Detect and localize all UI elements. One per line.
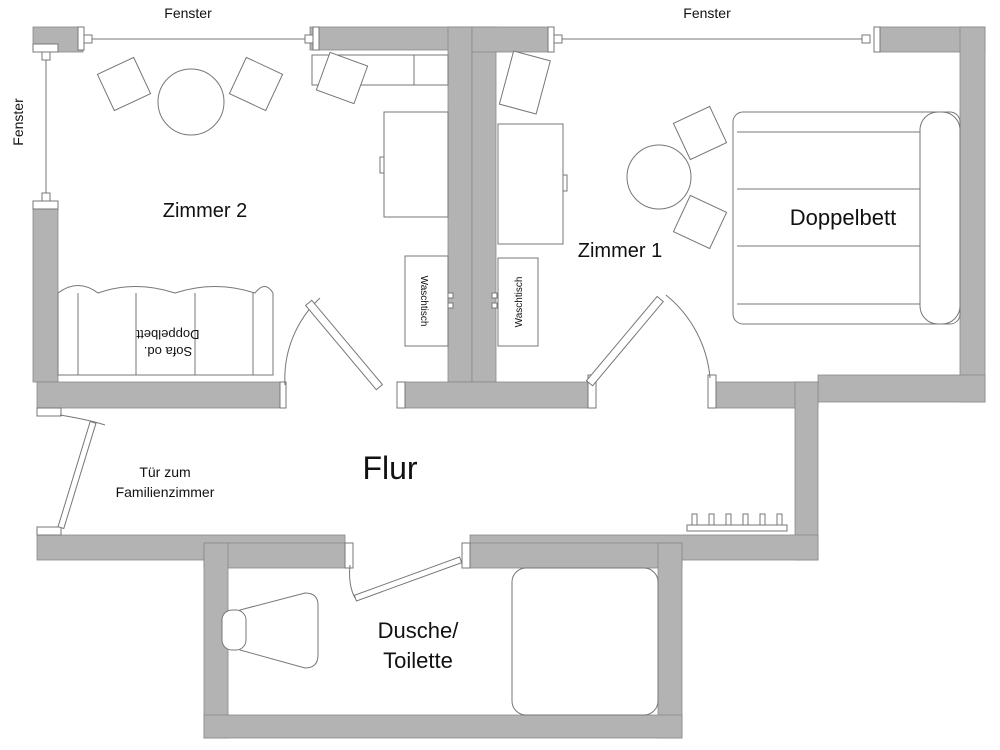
hallway-label: Flur <box>362 450 417 486</box>
sofa-label-line1: Sofa od. <box>144 344 192 359</box>
window-label-left: Fenster <box>10 98 26 146</box>
double-bed-label: Doppelbett <box>790 205 896 230</box>
window-top-left <box>77 26 320 51</box>
washbasin-label: Waschtisch <box>514 277 525 328</box>
room1-door[interactable] <box>585 294 717 409</box>
family-door-label-line2: Familienzimmer <box>116 484 215 500</box>
room2-door[interactable] <box>279 297 406 409</box>
room1-label: Zimmer 1 <box>578 240 662 262</box>
family-door-label-line1: Tür zum <box>139 464 190 480</box>
bathroom-fixtures <box>221 567 659 716</box>
armchair <box>315 51 369 105</box>
sofa-label-line2: Doppelbett <box>136 327 199 342</box>
room1-furniture: Waschtisch <box>491 50 961 347</box>
family-room-door[interactable] <box>36 407 106 536</box>
chair <box>228 56 284 112</box>
chair <box>672 105 728 161</box>
coat-rack <box>686 513 788 532</box>
window-left <box>32 43 59 210</box>
toilet <box>239 592 319 669</box>
washbasin <box>497 257 539 347</box>
room2-furniture: Waschtisch Sofa od. Doppelbett <box>57 51 454 376</box>
round-table <box>626 144 692 210</box>
walls <box>32 26 986 739</box>
chair <box>96 56 152 112</box>
room2-label: Zimmer 2 <box>163 200 247 222</box>
window-label-top-right: Fenster <box>683 5 731 21</box>
sofa <box>57 285 274 376</box>
bathroom-label-line2: Toilette <box>383 648 453 673</box>
desk <box>497 123 564 245</box>
window-top-right <box>547 26 881 53</box>
washbasin-label: Waschtisch <box>418 276 429 327</box>
chair <box>672 194 728 250</box>
bathroom-label-line1: Dusche/ <box>378 618 460 643</box>
shower <box>511 567 659 716</box>
armchair <box>498 50 551 115</box>
window-label-top-left: Fenster <box>164 5 212 21</box>
desk <box>383 111 449 218</box>
bathroom-door[interactable] <box>344 542 471 602</box>
round-table <box>157 68 225 136</box>
washbasin <box>404 255 449 347</box>
